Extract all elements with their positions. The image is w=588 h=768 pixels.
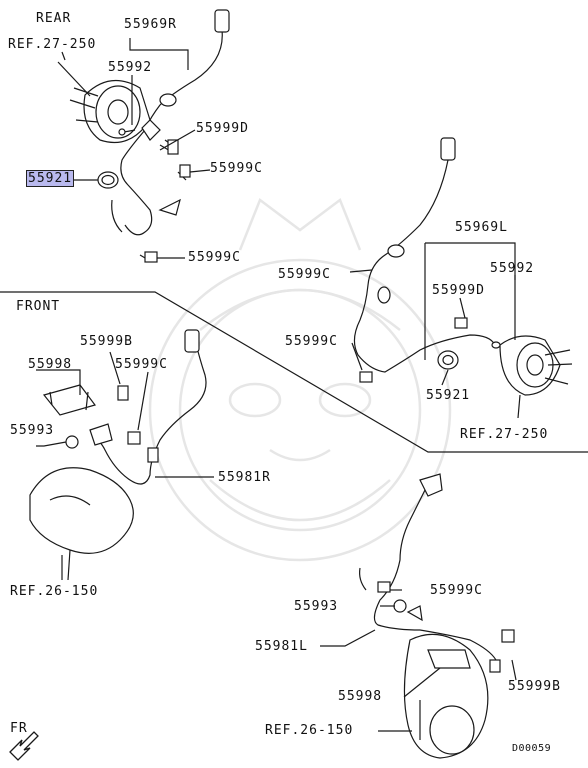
watermark-emblem-icon: [148, 198, 452, 562]
sensor-wire-55969L: [353, 159, 496, 373]
diagram-lines: [0, 9, 588, 759]
ref-label-rear-lower: REF.27-250: [460, 427, 549, 442]
part-label-55992-rear[interactable]: 55992: [108, 60, 153, 75]
part-label-55999B-front[interactable]: 55999B: [80, 334, 133, 349]
front-knuckle-left: [29, 467, 134, 581]
ref-label-front-right: REF.26-150: [265, 723, 354, 738]
rear-hub-lower: [499, 335, 573, 396]
part-label-55999C-lower-b[interactable]: 55999C: [285, 334, 338, 349]
highlight-box[interactable]: 55921: [26, 170, 75, 187]
section-label-front: FRONT: [16, 299, 61, 314]
section-label-rear: REAR: [36, 11, 72, 26]
part-label-55981R[interactable]: 55981R: [218, 470, 271, 485]
sensor-ring-55921-rear: [97, 171, 119, 189]
sensor-wire-55969R: [120, 29, 223, 236]
part-label-55999C-lower-a[interactable]: 55999C: [278, 267, 331, 282]
part-label-55969R[interactable]: 55969R: [124, 17, 177, 32]
sensor-wire-55981L: [373, 479, 497, 661]
part-label-55998-front[interactable]: 55998: [28, 357, 73, 372]
part-label-55999D-lower[interactable]: 55999D: [432, 283, 485, 298]
part-label-55981L[interactable]: 55981L: [255, 639, 308, 654]
part-label-55999C-front[interactable]: 55999C: [115, 357, 168, 372]
part-label-55993-lower[interactable]: 55993: [294, 599, 339, 614]
ref-label-front-left: REF.26-150: [10, 584, 99, 599]
part-label-55969L[interactable]: 55969L: [455, 220, 508, 235]
rear-hub-upper: [57, 61, 151, 144]
fr-marker-label: FR: [10, 721, 28, 736]
part-label-55921-highlighted[interactable]: 55921: [26, 170, 75, 187]
part-label-55999D-rear[interactable]: 55999D: [196, 121, 249, 136]
sensor-ring-55921-front: [437, 350, 459, 370]
part-label-55999B-lower[interactable]: 55999B: [508, 679, 561, 694]
part-label-55921-lower[interactable]: 55921: [426, 388, 471, 403]
part-label-55992-lower[interactable]: 55992: [490, 261, 535, 276]
part-label-55998-lower[interactable]: 55998: [338, 689, 383, 704]
part-label-55999C-lower-c[interactable]: 55999C: [430, 583, 483, 598]
direction-arrow-icon: [9, 731, 39, 761]
ref-label-rear-upper: REF.27-250: [8, 37, 97, 52]
part-label-55993-front[interactable]: 55993: [10, 423, 55, 438]
diagram-code: D00059: [512, 743, 552, 754]
part-label-55999C-rear-a[interactable]: 55999C: [210, 161, 263, 176]
part-label-55999C-rear-b[interactable]: 55999C: [188, 250, 241, 265]
